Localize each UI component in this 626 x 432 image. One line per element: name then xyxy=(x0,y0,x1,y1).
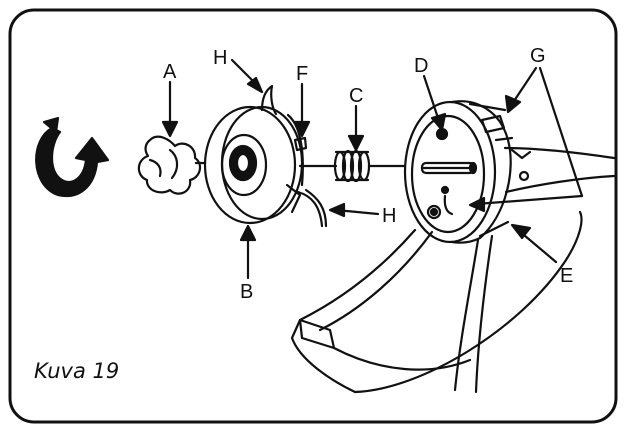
spring-c xyxy=(333,149,422,183)
label-f: F xyxy=(296,63,308,85)
label-pointers xyxy=(161,58,584,280)
trimmer-line-top xyxy=(260,84,278,116)
label-g: G xyxy=(530,45,546,67)
shaft-tube xyxy=(503,146,616,194)
label-e: E xyxy=(560,265,573,287)
label-h-top: H xyxy=(213,47,227,69)
rotation-arrow-icon xyxy=(35,116,110,198)
label-h-right: H xyxy=(382,205,396,227)
trimmer-line-bottom xyxy=(296,188,328,228)
trimmer-head-housing xyxy=(403,100,514,244)
label-a: A xyxy=(163,61,177,83)
spool-b xyxy=(203,105,308,225)
label-c: C xyxy=(349,85,363,107)
figure-caption: Kuva 19 xyxy=(34,359,119,383)
guard xyxy=(290,210,583,394)
label-d: D xyxy=(414,55,428,77)
label-b: B xyxy=(240,281,253,303)
